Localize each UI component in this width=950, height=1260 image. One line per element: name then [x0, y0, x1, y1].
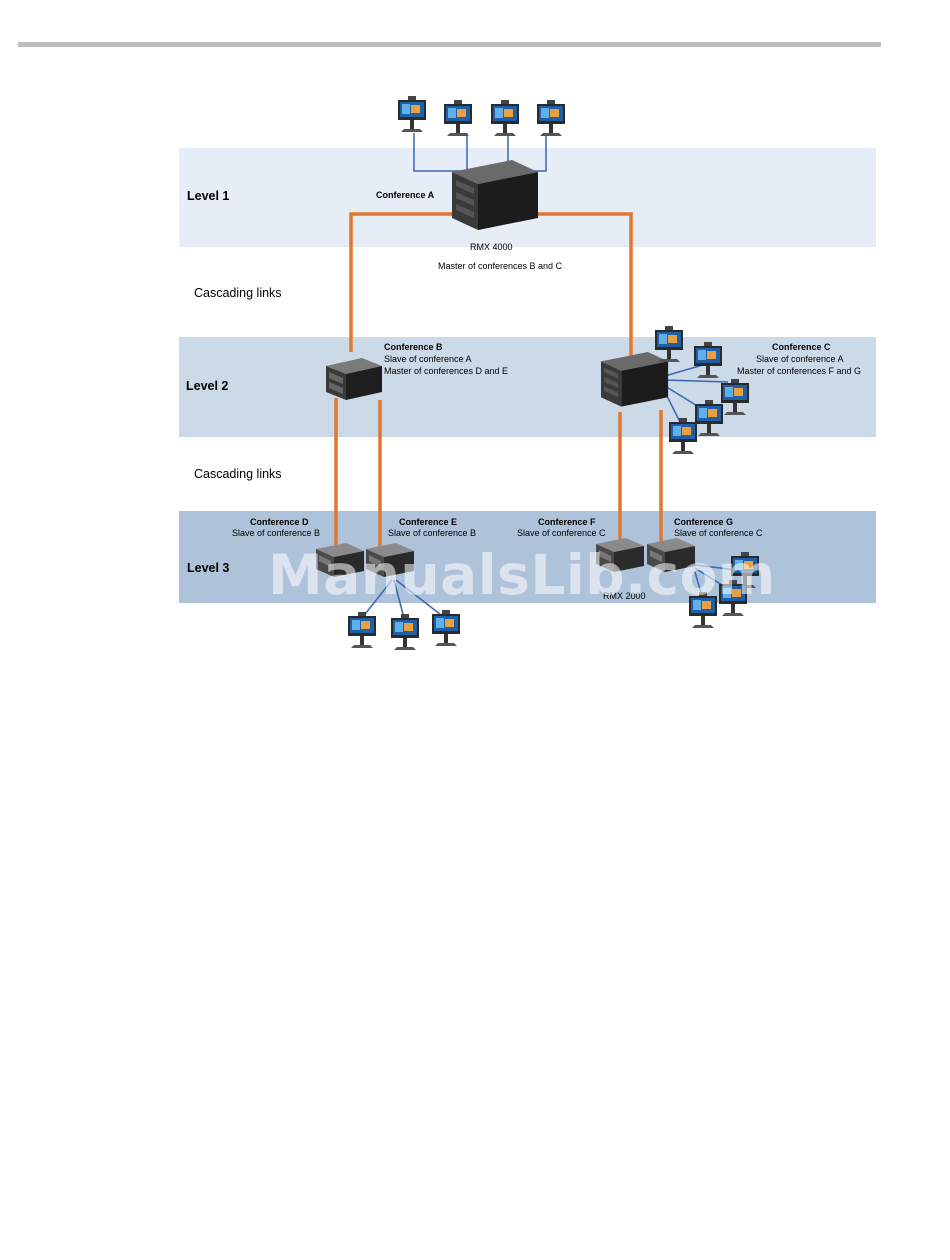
level-3-band: [179, 511, 876, 603]
conference-a-title: Conference A: [376, 190, 435, 200]
cascading-links-label-upper: Cascading links: [194, 286, 282, 300]
video-endpoint-icon: [721, 379, 749, 415]
video-endpoint-icon: [444, 100, 472, 136]
mcu-server-icon-conference-c: [601, 352, 669, 407]
cascade-link-a-b: [349, 212, 458, 352]
level-2-band: [179, 337, 876, 437]
conference-d-line: Slave of conference B: [232, 528, 321, 538]
conference-b-line-1: Slave of conference A: [384, 354, 472, 364]
conference-e-line: Slave of conference B: [388, 528, 477, 538]
cascade-links: [334, 212, 663, 548]
conference-a-device: RMX 4000: [470, 242, 513, 252]
conference-a-role: Master of conferences B and C: [438, 261, 563, 271]
watermark: ManualsLib.com: [268, 543, 776, 607]
conference-c-line-2: Master of conferences F and G: [737, 366, 862, 376]
video-endpoint-icon: [391, 614, 419, 650]
level-2-label: Level 2: [186, 379, 229, 393]
level-3-device-label: RMX 2000: [603, 591, 646, 601]
conference-g-title: Conference G: [674, 517, 734, 527]
conference-b-title: Conference B: [384, 342, 443, 352]
video-endpoint-icon: [398, 96, 426, 132]
conference-e-endpoints: [348, 610, 460, 650]
mcu-server-icon-conference-b: [326, 358, 382, 400]
video-endpoint-icon: [491, 100, 519, 136]
level-1-label: Level 1: [187, 189, 230, 203]
video-endpoint-icon: [432, 610, 460, 646]
conference-e-title: Conference E: [399, 517, 458, 527]
conference-g-line: Slave of conference C: [674, 528, 763, 538]
video-endpoint-icon: [694, 342, 722, 378]
mcu-server-icon-rmx4000: [452, 160, 538, 230]
conference-c-endpoints: [655, 326, 749, 454]
video-endpoint-icon: [669, 418, 697, 454]
endpoint-links: [361, 133, 746, 619]
video-endpoint-icon: [537, 100, 565, 136]
level-1-endpoints: [398, 96, 565, 136]
conference-f-title: Conference F: [538, 517, 596, 527]
cascading-links-label-lower: Cascading links: [194, 467, 282, 481]
video-endpoint-icon: [655, 326, 683, 362]
conference-b-line-2: Master of conferences D and E: [384, 366, 509, 376]
conference-c-line-1: Slave of conference A: [756, 354, 844, 364]
video-endpoint-icon: [348, 612, 376, 648]
conference-d-title: Conference D: [250, 517, 309, 527]
conference-f-line: Slave of conference C: [517, 528, 606, 538]
cascade-link-a-c: [536, 212, 633, 356]
level-3-label: Level 3: [187, 561, 230, 575]
conference-c-title: Conference C: [772, 342, 831, 352]
page-top-rule: [18, 42, 881, 47]
video-endpoint-icon: [695, 400, 723, 436]
